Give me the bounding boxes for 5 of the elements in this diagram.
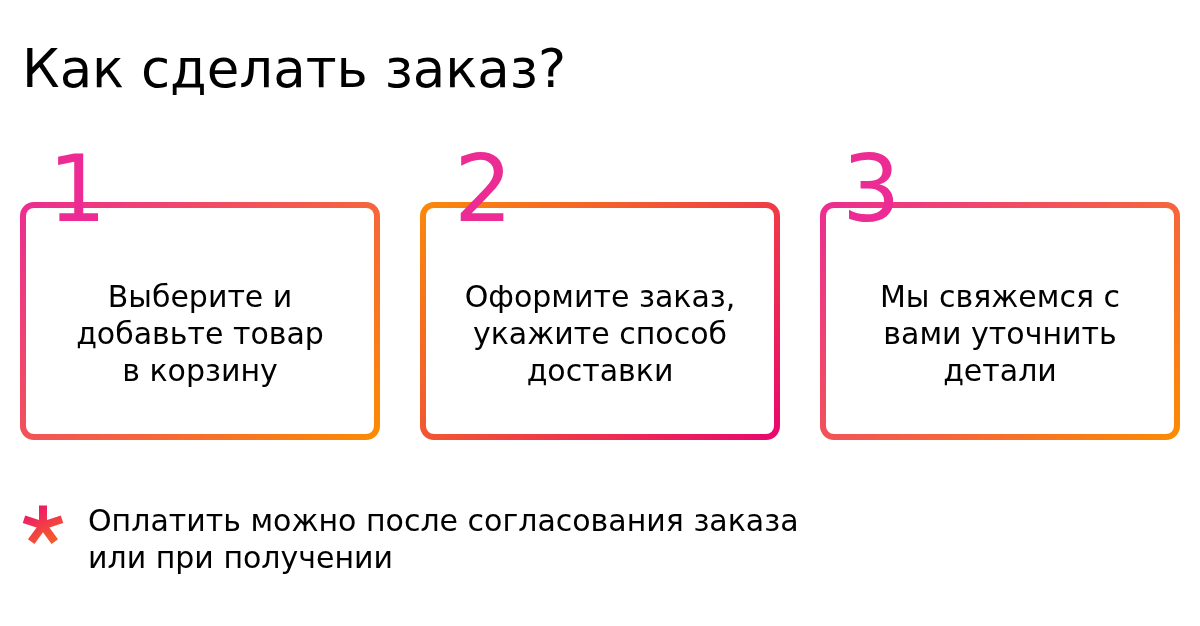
- page-title: Как сделать заказ?: [22, 38, 567, 100]
- step-text: Выберите и добавьте товар в корзину: [75, 278, 325, 389]
- step-text: Мы свяжемся с вами уточнить детали: [879, 278, 1121, 389]
- step-text: Оформите заказ, укажите способ доставки: [463, 278, 737, 389]
- note-text: Оплатить можно после согласования заказа или при получении: [88, 502, 800, 576]
